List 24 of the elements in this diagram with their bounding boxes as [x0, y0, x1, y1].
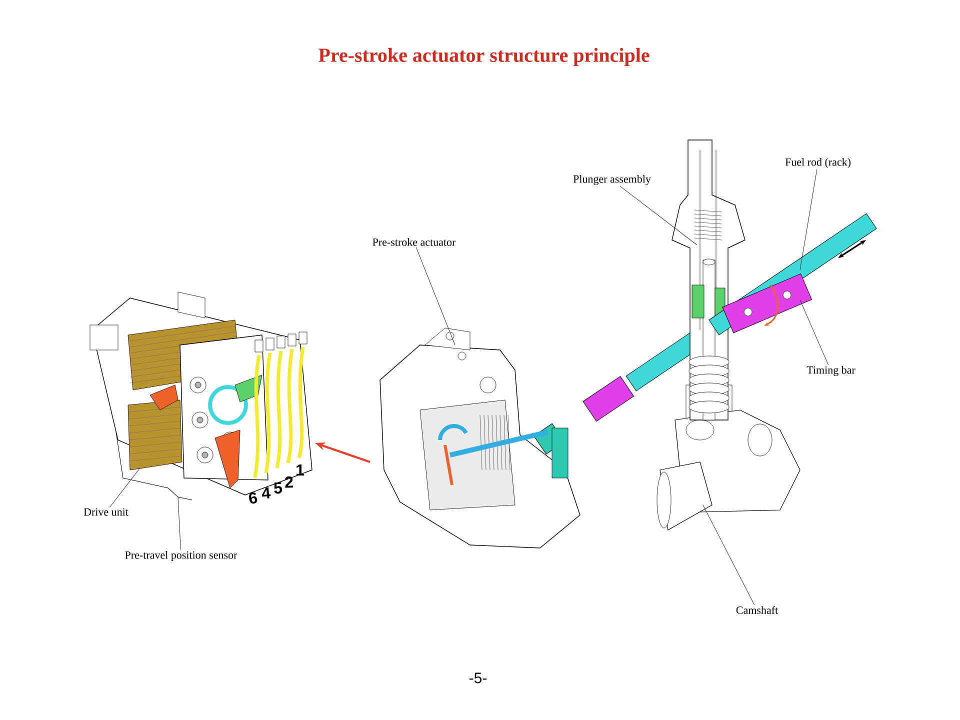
part-label: Plunger assembly	[573, 175, 651, 185]
leader-line	[178, 496, 181, 550]
part-label: Timing bar	[806, 366, 856, 376]
leader-line	[800, 168, 818, 270]
page-number: -5-	[470, 672, 486, 684]
leader-line	[110, 468, 140, 508]
leader-line	[620, 186, 698, 246]
leader-line	[702, 504, 755, 606]
part-label: Pre-stroke actuator	[372, 238, 456, 246]
leader-line	[416, 246, 456, 346]
terminal-number: 5	[274, 482, 282, 494]
part-label: Fuel rod (rack)	[785, 158, 851, 168]
actuator-drawing	[380, 328, 580, 548]
part-label: Drive unit	[84, 508, 128, 516]
terminal-number: 1	[296, 464, 304, 476]
part-label: Camshaft	[736, 606, 778, 614]
plunger-drawing	[672, 140, 746, 420]
timing-bar-drawing	[722, 274, 812, 334]
terminal-number: 4	[262, 487, 271, 498]
terminal-number: 6	[249, 492, 258, 504]
leader-line	[800, 300, 829, 366]
part-label: Pre-travel position sensor	[125, 551, 238, 561]
terminal-number: 2	[285, 476, 293, 488]
title: Pre-stroke actuator structure principle	[318, 48, 650, 66]
